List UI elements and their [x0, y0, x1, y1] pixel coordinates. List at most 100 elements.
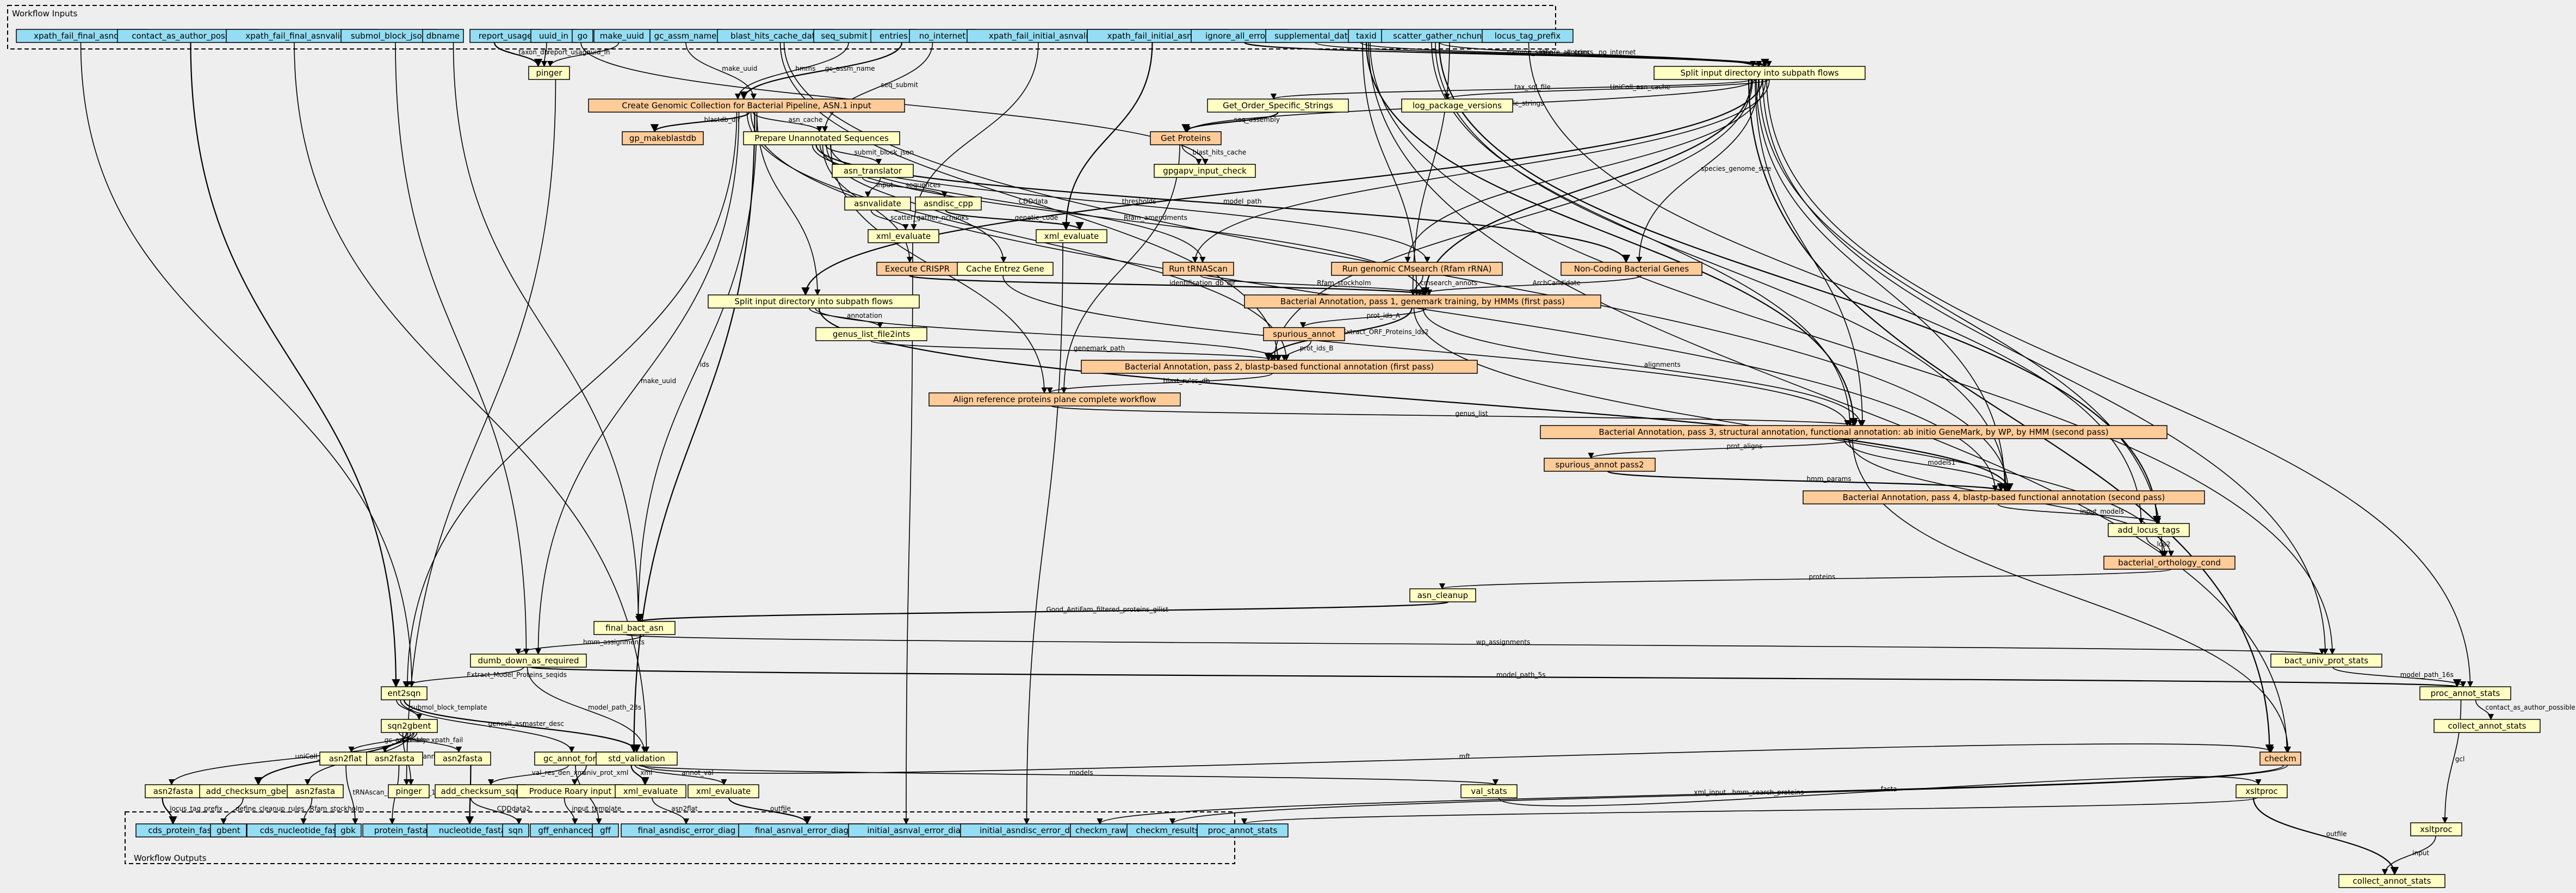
edge-label: xml	[640, 769, 652, 777]
node-alt[interactable]: add_locus_tags	[2108, 523, 2190, 537]
node-acsq[interactable]: add_checksum_sqn	[435, 784, 527, 798]
node-in-ru[interactable]: report_usage	[469, 29, 541, 43]
node-box	[2410, 822, 2462, 836]
node-a2fa2[interactable]: asn2fasta	[434, 752, 491, 766]
node-label: collect_annot_stats	[2353, 876, 2431, 886]
node-split2[interactable]: Split input directory into subpath flows	[708, 294, 920, 309]
node-asnc[interactable]: asndisc_cpp	[915, 196, 982, 211]
edge	[398, 732, 462, 753]
node-gpmk[interactable]: gp_makeblastdb	[622, 131, 704, 145]
node-pinger1[interactable]: pinger	[528, 66, 570, 80]
node-out-cmr[interactable]: checkm_raw	[1070, 823, 1132, 837]
node-gpm[interactable]: Get Proteins	[1150, 131, 1222, 145]
node-label: contact_as_author_possible	[132, 31, 244, 41]
node-crispr[interactable]: Execute CRISPR	[876, 262, 958, 276]
node-box	[530, 823, 602, 837]
node-vals[interactable]: val_stats	[1460, 784, 1518, 798]
node-a2flat[interactable]: asn2flat	[319, 752, 371, 766]
node-cas2[interactable]: collect_annot_stats	[2338, 874, 2445, 888]
edge	[1368, 42, 2290, 753]
node-arp[interactable]: Align reference proteins plane complete …	[928, 392, 1181, 407]
node-box	[957, 262, 1054, 276]
node-out-gffe[interactable]: gff_enhanced	[530, 823, 602, 837]
node-in-uuid[interactable]: uuid_in	[530, 29, 577, 43]
edge	[1422, 307, 1864, 427]
node-roary[interactable]: Produce Roary input	[517, 784, 624, 798]
node-in-sbj[interactable]: submol_block_json	[340, 29, 437, 43]
node-box	[593, 621, 676, 635]
node-in-sup[interactable]: supplemental_data	[1265, 29, 1362, 43]
node-spur2[interactable]: spurious_annot pass2	[1544, 458, 1656, 472]
node-out-pf[interactable]: protein_fasta	[362, 823, 439, 837]
node-in-gan[interactable]: gc_assm_name	[649, 29, 721, 43]
edge-label: model_path	[1223, 198, 1262, 205]
node-label: Non-Coding Bacterial Genes	[1574, 264, 1689, 274]
node-acgb[interactable]: add_checksum_gbent	[199, 784, 301, 798]
node-rfam[interactable]: Run genomic CMsearch (Rfam rRNA)	[1331, 262, 1503, 276]
node-s2g[interactable]: sqn2gbent	[381, 719, 438, 733]
node-in-ltp[interactable]: locus_tag_prefix	[1482, 29, 1574, 43]
node-asncl[interactable]: asn_cleanup	[1409, 588, 1476, 602]
node-a2fa4[interactable]: asn2fasta	[287, 784, 344, 798]
node-ncbg[interactable]: Non-Coding Bacterial Genes	[1561, 262, 1702, 276]
node-cas1[interactable]: collect_annot_stats	[2433, 719, 2541, 733]
node-in-seq[interactable]: seq_submit	[813, 29, 875, 43]
node-label: Get_Order_Specific_Strings	[1223, 101, 1333, 111]
node-trna[interactable]: Run tRNAScan	[1162, 262, 1234, 276]
node-out-fade[interactable]: final_asndisc_error_diag	[621, 823, 753, 837]
node-out-pas[interactable]: proc_annot_stats	[1197, 823, 1289, 837]
node-ba3[interactable]: Bacterial Annotation, pass 3, structural…	[1540, 425, 2168, 439]
edge	[1607, 470, 2005, 492]
node-ba2[interactable]: Bacterial Annotation, pass 2, blastp-bas…	[1081, 360, 1478, 374]
node-spur1[interactable]: spurious_annot	[1263, 327, 1345, 341]
node-gost[interactable]: Get_Order_Specific_Strings	[1207, 98, 1349, 113]
node-in-mu[interactable]: make_uuid	[593, 29, 651, 43]
node-xmle2[interactable]: xml_evaluate	[1036, 229, 1107, 243]
node-ggpv[interactable]: gpgapv_input_check	[1154, 164, 1256, 178]
node-out-gff[interactable]: gff	[592, 823, 619, 837]
edge-label: hmm_params	[1807, 475, 1852, 483]
node-a2fa3[interactable]: asn2fasta	[145, 784, 202, 798]
node-ddr[interactable]: dumb_down_as_required	[470, 654, 587, 668]
node-pinger2[interactable]: pinger	[388, 784, 430, 798]
node-out-gbk[interactable]: gbk	[335, 823, 362, 837]
node-pus[interactable]: Prepare Unannotated Sequences	[743, 131, 900, 145]
node-e2s[interactable]: ent2sqn	[381, 686, 428, 700]
node-boc[interactable]: bacterial_orthology_cond	[2103, 556, 2236, 570]
node-xmle1[interactable]: xml_evaluate	[868, 229, 939, 243]
node-split1[interactable]: Split input directory into subpath flows	[1654, 66, 1866, 80]
node-xsl1[interactable]: xsltproc	[2236, 784, 2288, 798]
edge	[634, 765, 727, 786]
node-fba[interactable]: final_bact_asn	[593, 621, 676, 635]
node-gpv[interactable]: log_package_versions	[1401, 98, 1513, 113]
node-a2fa1[interactable]: asn2fasta	[366, 752, 423, 766]
node-checkm[interactable]: checkm	[2259, 752, 2301, 766]
node-asnt[interactable]: asn_translator	[832, 164, 914, 178]
edge-label: gencoll_asn	[488, 720, 527, 728]
node-ba1[interactable]: Bacterial Annotation, pass 1, genemark t…	[1244, 294, 1601, 309]
node-stdv[interactable]: std_validation	[596, 752, 678, 766]
node-cgc[interactable]: Create Genomic Collection for Bacterial …	[588, 98, 905, 113]
node-pas[interactable]: proc_annot_stats	[2419, 686, 2511, 700]
node-in-go[interactable]: go	[572, 29, 593, 43]
node-xmle3[interactable]: xml_evaluate	[615, 784, 686, 798]
node-xsl2[interactable]: xsltproc	[2410, 822, 2462, 836]
edge	[1370, 42, 2336, 655]
node-in-ent[interactable]: entries	[870, 29, 917, 43]
node-ceg[interactable]: Cache Entrez Gene	[957, 262, 1054, 276]
node-gl2[interactable]: genus_list_file2ints	[815, 327, 927, 341]
node-xmle4[interactable]: xml_evaluate	[688, 784, 759, 798]
node-label: Bacterial Annotation, pass 2, blastp-bas…	[1125, 362, 1434, 372]
edge-label: tax_sql_file	[1514, 83, 1551, 91]
node-bups[interactable]: bact_univ_prot_stats	[2270, 654, 2382, 668]
node-asnv[interactable]: asnvalidate	[844, 196, 911, 211]
node-out-sqn[interactable]: sqn	[502, 823, 529, 837]
node-in-tax[interactable]: taxid	[1348, 29, 1385, 43]
edge	[635, 112, 758, 623]
node-ba4[interactable]: Bacterial Annotation, pass 4, blastp-bas…	[1803, 490, 2205, 504]
node-out-fave[interactable]: final_asnval_error_diag	[738, 823, 865, 837]
node-in-dbn[interactable]: dbname	[422, 29, 464, 43]
node-out-cmres[interactable]: checkm_results	[1126, 823, 1209, 837]
node-out-gbent[interactable]: gbent	[210, 823, 247, 837]
node-in-noi[interactable]: no_internet	[909, 29, 976, 43]
